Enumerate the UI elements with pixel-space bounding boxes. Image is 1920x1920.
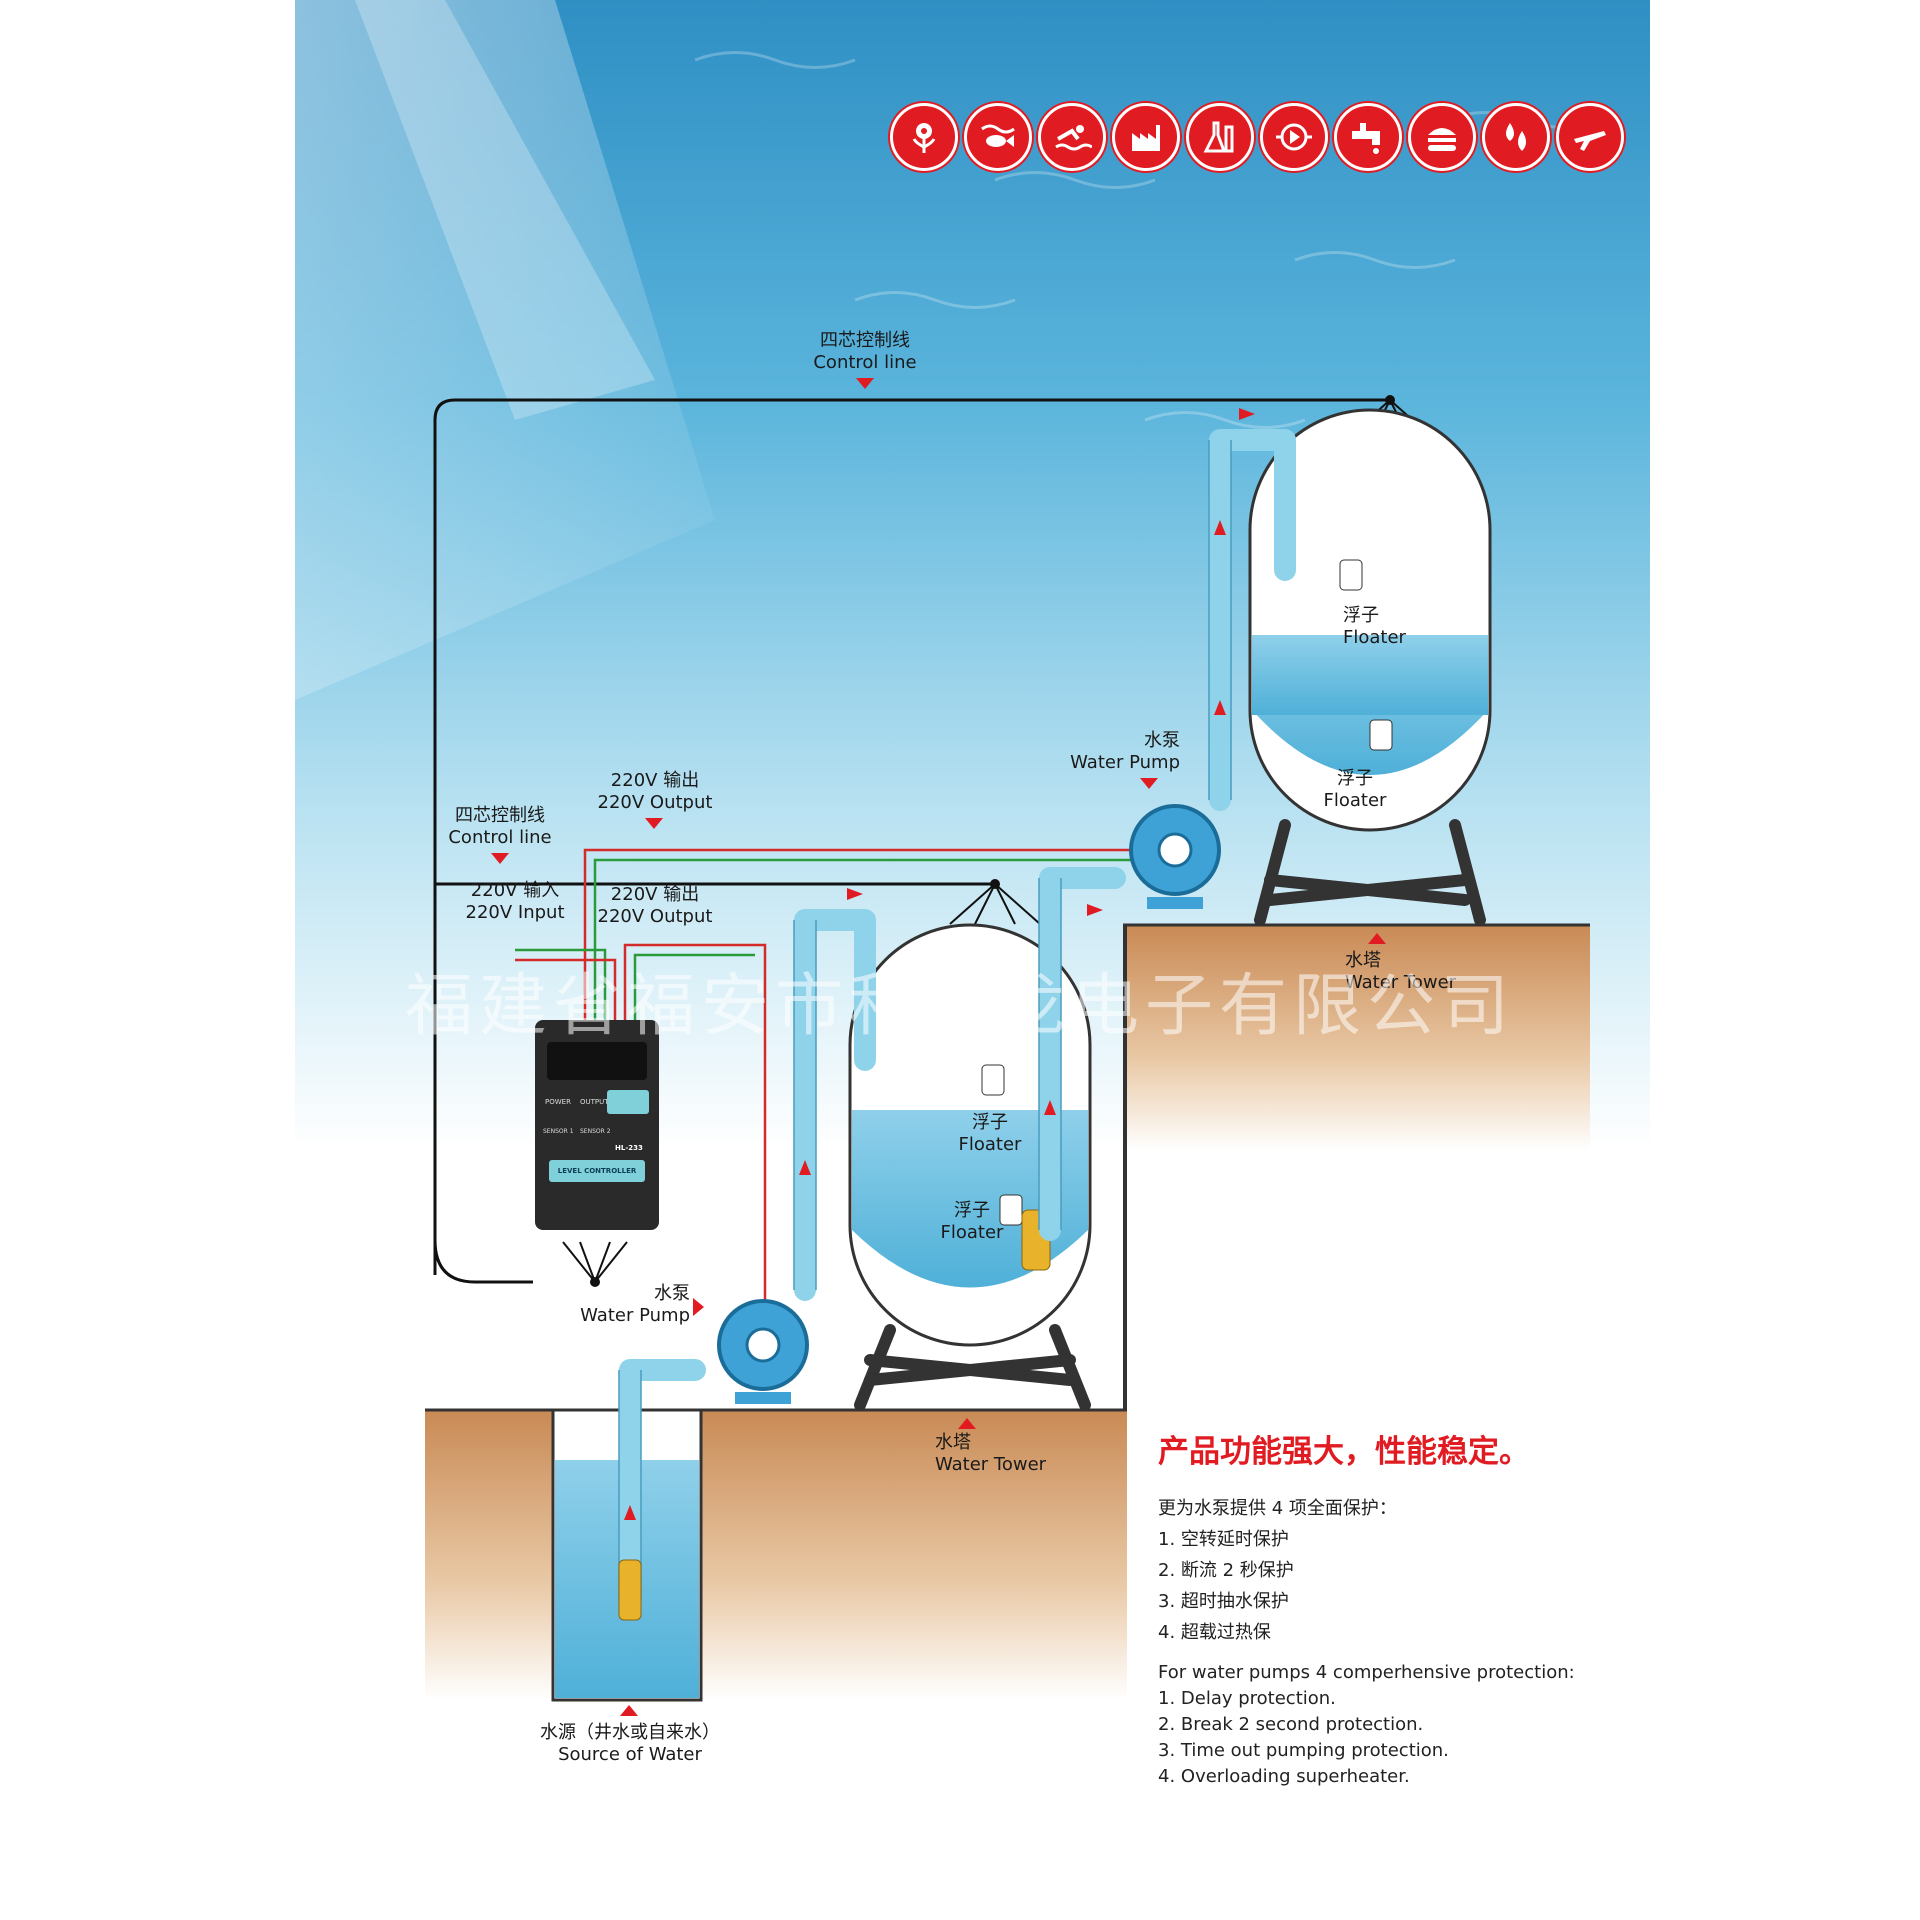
label-cn: 四芯控制线 [805,330,925,352]
pointer-arrow [1140,778,1158,789]
water-source-label: 水源（井水或自来水） Source of Water [520,1722,740,1766]
info-cn-item: 1. 空转延时保护 [1158,1524,1618,1555]
label-cn: 220V 输出 [590,770,720,792]
label-en: Water Tower [935,1454,1055,1476]
company-watermark: 福建省福安市科立龙电子有限公司 [405,950,1515,1049]
label-cn: 水泵 [1070,730,1180,752]
label-en: Source of Water [520,1744,740,1766]
label-en: Water Pump [1070,752,1180,774]
pointer-arrow [620,1705,638,1716]
application-icon-row [890,103,1624,171]
label-en: Control line [440,827,560,849]
level-controller: POWER OUTPUT SENSOR 1 SENSOR 2 HL-233 LE… [535,1020,659,1230]
label-en: 220V Output [590,906,720,928]
fish-icon [964,103,1032,171]
water-tower-lower-label: 水塔 Water Tower [935,1432,1055,1476]
label-en: Floater [1343,627,1413,649]
output-top-label: 220V 输出 220V Output [590,770,720,814]
label-en: 220V Input [460,902,570,924]
diagram-page: POWER OUTPUT SENSOR 1 SENSOR 2 HL-233 LE… [295,0,1650,1920]
label-en: Water Pump [580,1305,690,1327]
control-line-left-label: 四芯控制线 Control line [440,805,560,849]
output-label: OUTPUT [580,1098,609,1106]
label-cn: 220V 输出 [590,884,720,906]
label-en: Floater [1320,790,1390,812]
water-drops-icon [1482,103,1550,171]
info-en-intro: For water pumps 4 comperhensive protecti… [1158,1660,1618,1686]
sensor2-label: SENSOR 2 [580,1128,611,1135]
pointer-arrow [958,1418,976,1429]
label-cn: 水塔 [935,1432,1055,1454]
info-en-item: 4. Overloading superheater. [1158,1764,1618,1790]
info-cn-list: 1. 空转延时保护 2. 断流 2 秒保护 3. 超时抽水保护 4. 超载过热保 [1158,1524,1618,1648]
label-en: Floater [955,1134,1025,1156]
info-cn-item: 4. 超载过热保 [1158,1617,1618,1648]
floater-label-1: 浮子 Floater [1343,605,1413,649]
valve-icon [1260,103,1328,171]
water-pump-lower [719,1301,807,1404]
feature-info: 产品功能强大，性能稳定。 更为水泵提供 4 项全面保护： 1. 空转延时保护 2… [1158,1433,1618,1790]
controller-name: LEVEL CONTROLLER [549,1160,645,1182]
pointer-arrow [693,1298,704,1316]
flask-icon [1186,103,1254,171]
burger-icon [1408,103,1476,171]
info-en-item: 3. Time out pumping protection. [1158,1738,1618,1764]
label-cn: 水泵 [580,1283,690,1305]
output-mid-label: 220V 输出 220V Output [590,884,720,928]
pointer-arrow [1368,933,1386,944]
airplane-icon [1556,103,1624,171]
info-cn-item: 2. 断流 2 秒保护 [1158,1555,1618,1586]
factory-icon [1112,103,1180,171]
label-cn: 四芯控制线 [440,805,560,827]
info-title: 产品功能强大，性能稳定。 [1158,1433,1618,1471]
sensor1-label: SENSOR 1 [543,1128,574,1135]
pump-lower-label: 水泵 Water Pump [580,1283,690,1327]
label-cn: 浮子 [937,1200,1007,1222]
label-en: Control line [805,352,925,374]
label-cn: 浮子 [955,1112,1025,1134]
info-en-item: 2. Break 2 second protection. [1158,1712,1618,1738]
pointer-arrow [645,818,663,829]
pump-upper-label: 水泵 Water Pump [1070,730,1180,774]
label-cn: 水源（井水或自来水） [520,1722,740,1744]
input-label: 220V 输入 220V Input [460,880,570,924]
label-cn: 浮子 [1343,605,1413,627]
pointer-arrow [491,853,509,864]
floater-label-4: 浮子 Floater [937,1200,1007,1244]
faucet-icon [1334,103,1402,171]
info-cn-intro: 更为水泵提供 4 项全面保护： [1158,1493,1618,1524]
label-en: Floater [937,1222,1007,1244]
info-en-item: 1. Delay protection. [1158,1686,1618,1712]
label-en: 220V Output [590,792,720,814]
pointer-arrow [856,378,874,389]
flower-icon [890,103,958,171]
controller-model: HL-233 [615,1144,643,1152]
swimmer-icon [1038,103,1106,171]
floater-label-2: 浮子 Floater [1320,768,1390,812]
label-cn: 220V 输入 [460,880,570,902]
floater-label-3: 浮子 Floater [955,1112,1025,1156]
control-line-top-label: 四芯控制线 Control line [805,330,925,374]
label-cn: 浮子 [1320,768,1390,790]
info-cn-item: 3. 超时抽水保护 [1158,1586,1618,1617]
power-label: POWER [545,1098,571,1106]
